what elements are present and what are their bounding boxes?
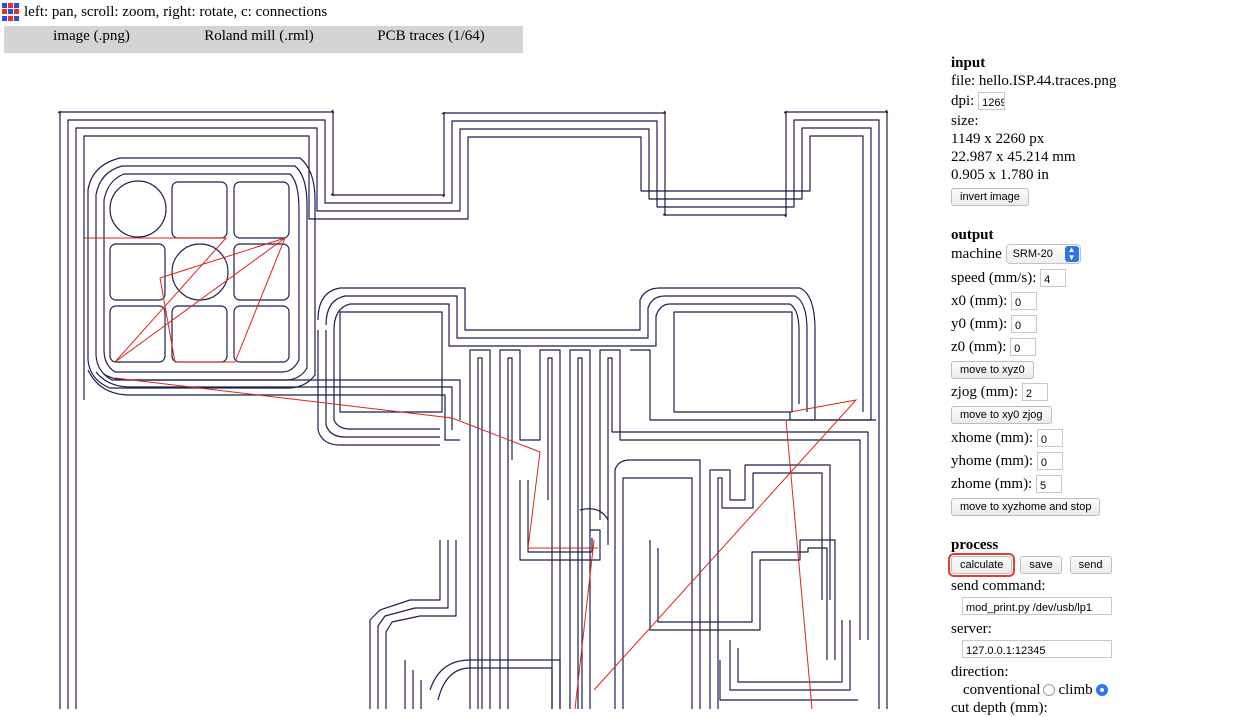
direction-label: direction: — [951, 664, 1009, 680]
climb-label: climb — [1058, 682, 1093, 698]
file-row: file: hello.ISP.44.traces.png — [951, 72, 1231, 90]
toolpath-canvas[interactable] — [0, 70, 940, 710]
module-menu-bar: image (.png) Roland mill (.rml) PCB trac… — [4, 26, 523, 53]
server-input[interactable]: 127.0.0.1:12345 — [962, 640, 1112, 658]
xhome-label: xhome (mm): — [951, 430, 1034, 446]
yhome-input[interactable]: 0 — [1036, 452, 1063, 470]
xhome-input[interactable]: 0 — [1036, 429, 1063, 447]
menu-pcb-traces[interactable]: PCB traces (1/64) — [377, 28, 485, 44]
send-command-input[interactable]: mod_print.py /dev/usb/lp1 — [962, 597, 1112, 615]
menu-roland-mill-rml[interactable]: Roland mill (.rml) — [204, 28, 314, 44]
help-text: left: pan, scroll: zoom, right: rotate, … — [24, 3, 328, 20]
dpi-input[interactable]: 1269 — [978, 92, 1006, 110]
direction-row: conventional climb — [951, 681, 1231, 699]
y0-row: y0 (mm): 0 — [951, 315, 1231, 333]
y0-input[interactable]: 0 — [1011, 315, 1037, 333]
file-name: hello.ISP.44.traces.png — [978, 73, 1117, 89]
machine-row: machine SRM-20 ▲▼ — [951, 244, 1231, 264]
zhome-input[interactable]: 5 — [1035, 475, 1062, 493]
move-to-xy0-zjog-button[interactable]: move to xy0 zjog — [951, 406, 1052, 424]
speed-input[interactable]: 4 — [1040, 269, 1067, 287]
size-label: size: — [951, 113, 979, 129]
dpi-row: dpi: 1269 — [951, 92, 1231, 110]
yhome-row: yhome (mm): 0 — [951, 452, 1231, 470]
grid-icon — [2, 3, 20, 21]
x0-label: x0 (mm): — [951, 293, 1008, 309]
save-button[interactable]: save — [1020, 556, 1062, 574]
zhome-row: zhome (mm): 5 — [951, 475, 1231, 493]
file-label: file: — [951, 73, 976, 89]
menu-image-png[interactable]: image (.png) — [53, 28, 130, 44]
xhome-row: xhome (mm): 0 — [951, 429, 1231, 447]
x0-input[interactable]: 0 — [1011, 292, 1037, 310]
dpi-label: dpi: — [951, 93, 975, 109]
help-bar: left: pan, scroll: zoom, right: rotate, … — [2, 2, 327, 22]
toolpath-traces — [57, 109, 889, 709]
y0-label: y0 (mm): — [951, 316, 1008, 332]
machine-select[interactable]: SRM-20 ▲▼ — [1005, 244, 1081, 264]
settings-panel: input file: hello.ISP.44.traces.png dpi:… — [947, 54, 1231, 717]
conventional-label: conventional — [963, 682, 1041, 698]
calculate-button[interactable]: calculate — [947, 553, 1016, 577]
machine-label: machine — [951, 246, 1002, 262]
chevron-updown-icon: ▲▼ — [1064, 246, 1079, 262]
move-to-xyz0-button[interactable]: move to xyz0 — [951, 361, 1034, 379]
send-button[interactable]: send — [1069, 556, 1112, 574]
zjog-row: zjog (mm): 2 — [951, 383, 1231, 401]
output-section-title: output — [951, 227, 994, 243]
z0-label: z0 (mm): — [951, 339, 1007, 355]
zjog-label: zjog (mm): — [951, 384, 1019, 400]
invert-image-button[interactable]: invert image — [951, 188, 1029, 206]
machine-value: SRM-20 — [1012, 248, 1053, 260]
z0-input[interactable]: 0 — [1010, 338, 1037, 356]
yhome-label: yhome (mm): — [951, 453, 1034, 469]
cut-depth-label: cut depth (mm): — [951, 700, 1048, 716]
zjog-input[interactable]: 2 — [1021, 383, 1048, 401]
connection-lines — [84, 236, 858, 710]
process-buttons: calculate save send — [947, 553, 1231, 577]
speed-row: speed (mm/s): 4 — [951, 269, 1231, 287]
climb-radio-selected-icon[interactable] — [1095, 684, 1108, 696]
move-to-xyzhome-button[interactable]: move to xyzhome and stop — [951, 498, 1101, 516]
zhome-label: zhome (mm): — [951, 476, 1033, 492]
send-command-label: send command: — [951, 578, 1046, 594]
process-section-title: process — [951, 537, 999, 553]
server-label: server: — [951, 621, 992, 637]
x0-row: x0 (mm): 0 — [951, 292, 1231, 310]
conventional-radio-icon[interactable] — [1043, 684, 1056, 696]
size-px: 1149 x 2260 px — [951, 131, 1045, 147]
size-mm: 22.987 x 45.214 mm — [951, 149, 1076, 165]
speed-label: speed (mm/s): — [951, 270, 1037, 286]
z0-row: z0 (mm): 0 — [951, 338, 1231, 356]
size-in: 0.905 x 1.780 in — [951, 167, 1049, 183]
input-section-title: input — [951, 55, 986, 71]
